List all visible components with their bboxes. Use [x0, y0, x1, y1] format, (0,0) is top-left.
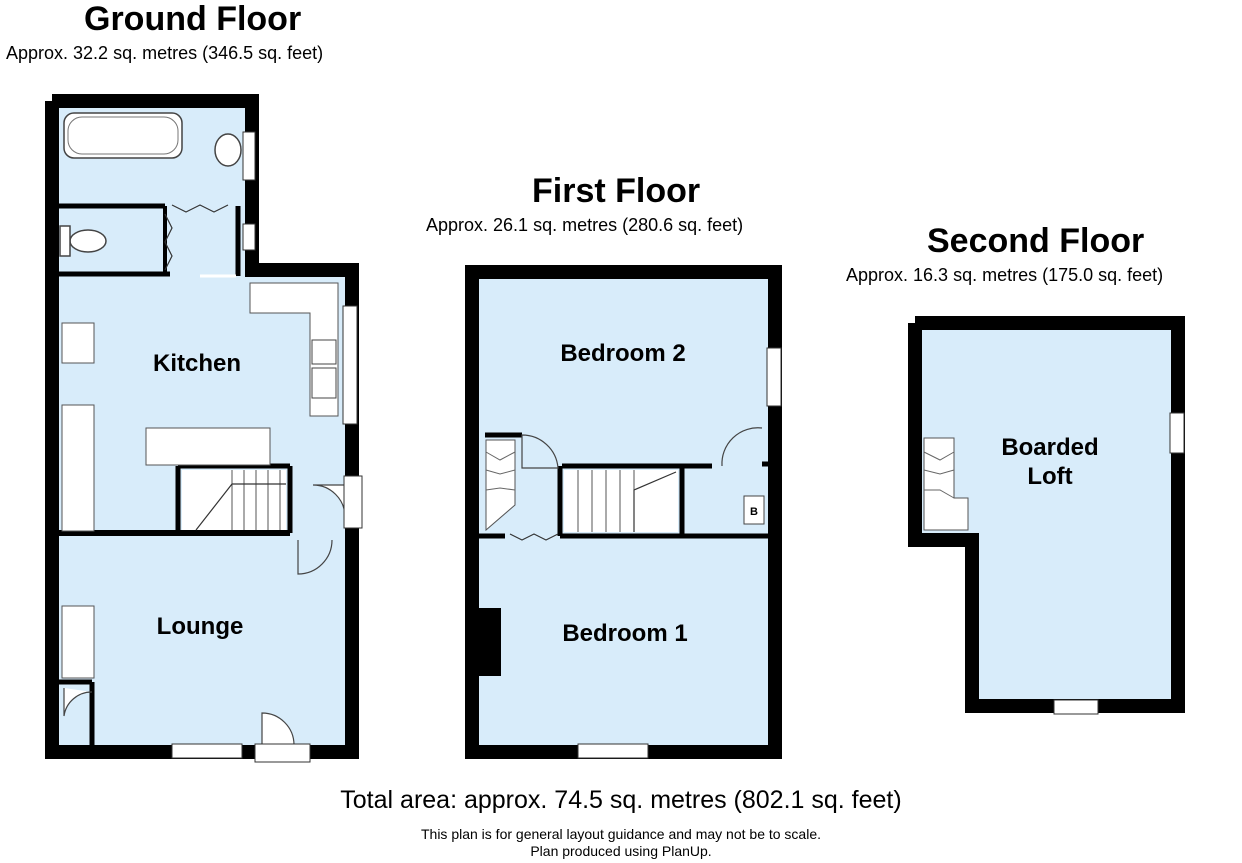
window-icon [171, 743, 243, 759]
toilet-icon [69, 229, 107, 253]
total-area: Total area: approx. 74.5 sq. metres (802… [340, 786, 902, 814]
first-floor-area: Approx. 26.1 sq. metres (280.6 sq. feet) [426, 215, 744, 235]
window-icon [342, 305, 358, 425]
ground-floor-title: Ground Floor [84, 0, 302, 38]
second-floor-title: Second Floor [927, 222, 1145, 260]
disclaimer-text: This plan is for general layout guidance… [420, 826, 822, 842]
ground-floor-fill [59, 108, 345, 745]
boiler-icon [743, 495, 765, 525]
kitchen-island [145, 427, 271, 466]
boiler-label: B [750, 506, 758, 518]
basin-icon [214, 133, 242, 167]
stairs-icon [923, 437, 969, 531]
room-label-boarded: Boarded [1001, 434, 1098, 461]
second-floor-fill [922, 330, 1171, 699]
chimney-breast [479, 608, 501, 676]
worktop [61, 404, 95, 532]
ground-floor-area: Approx. 32.2 sq. metres (346.5 sq. feet) [6, 43, 324, 63]
produced-by-text: Plan produced using PlanUp. [530, 843, 712, 859]
room-label-lounge: Lounge [157, 613, 244, 640]
window-icon [1169, 412, 1185, 454]
room-label-kitchen: Kitchen [153, 350, 241, 377]
bath-icon [63, 112, 183, 159]
second-floor-area: Approx. 16.3 sq. metres (175.0 sq. feet) [846, 265, 1164, 285]
first-floor-plan: B Bedroom 2 Bedroom 1 [465, 265, 782, 759]
room-label-bedroom-2: Bedroom 2 [560, 340, 685, 367]
window-icon [242, 223, 256, 251]
ground-floor-plan: Kitchen Lounge [45, 94, 363, 763]
door-frame [254, 743, 311, 763]
window-icon [766, 347, 782, 407]
first-floor-title: First Floor [532, 172, 701, 210]
second-outer-wall [908, 316, 1185, 713]
worktop [61, 322, 95, 364]
window-icon [1053, 699, 1099, 715]
stairs-icon [182, 470, 286, 531]
fireplace-icon [61, 605, 95, 679]
door-frame [343, 475, 363, 529]
room-label-loft: Loft [1027, 463, 1072, 490]
window-icon [242, 131, 256, 181]
stairs-icon [485, 439, 678, 532]
window-icon [577, 743, 649, 759]
ground-outer-wall [45, 94, 359, 759]
second-floor-plan: Boarded Loft [908, 316, 1185, 715]
room-label-bedroom-1: Bedroom 1 [562, 620, 687, 647]
